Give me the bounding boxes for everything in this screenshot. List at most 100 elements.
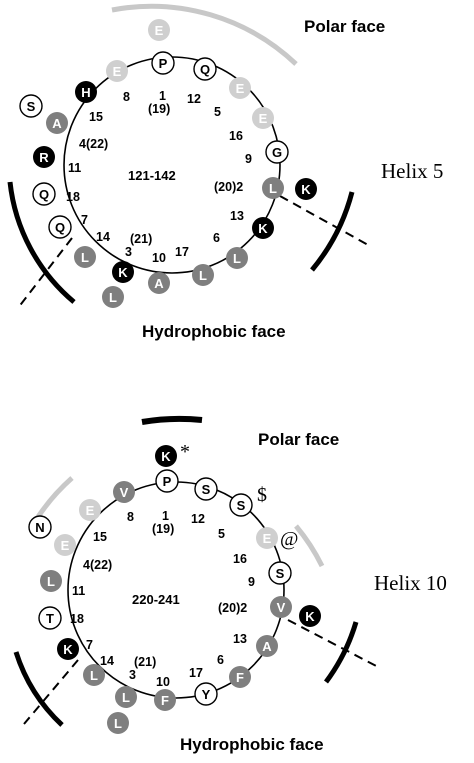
helix-5-position-label: (21)	[130, 232, 152, 246]
helix-10-residue-l: L	[83, 664, 105, 686]
helix-5-position-label: 9	[245, 152, 252, 166]
helix-10-residue-v: V	[270, 596, 292, 618]
helix-10-residue-s: S	[268, 561, 292, 585]
helix-10-residue-mark: *	[180, 441, 190, 463]
helix-10-position-label: 16	[233, 552, 247, 566]
helix-10-residue-k: K	[155, 445, 177, 467]
svg-text:T: T	[46, 611, 54, 626]
helix-10-residue-t: T	[38, 606, 62, 630]
svg-text:L: L	[47, 574, 55, 589]
helix-5-residue-s: S	[19, 94, 43, 118]
helix-10-position-label: 11	[72, 584, 85, 598]
helix-5-position-label: 5	[214, 105, 221, 119]
helix-5-residue-g: G	[265, 140, 289, 164]
svg-text:F: F	[161, 693, 169, 708]
helix-10-position-label: 5	[218, 527, 225, 541]
helix-10-residue-s: S	[194, 477, 218, 501]
helix-10-position-label: 14	[100, 654, 114, 668]
helix-5-position-label: 4(22)	[79, 137, 108, 151]
svg-text:H: H	[81, 85, 90, 100]
helix-5-position-label: 3	[125, 245, 132, 259]
svg-text:E: E	[236, 81, 245, 96]
helix-5-range-label: 121-142	[128, 168, 176, 183]
helix-5-position-label: 17	[175, 245, 189, 259]
helix-5-position-label: 16	[229, 129, 243, 143]
helix-5-hydrophobic-face-label: Hydrophobic face	[142, 322, 286, 341]
helix-10-position-label: 6	[217, 653, 224, 667]
helix-10-polar-arc-left	[33, 476, 74, 522]
svg-text:K: K	[63, 642, 73, 657]
svg-text:P: P	[159, 56, 168, 71]
svg-text:L: L	[90, 668, 98, 683]
helix-5-residue-q: Q	[193, 57, 217, 81]
helix-10-residue-e: E	[256, 527, 278, 549]
svg-text:G: G	[272, 145, 282, 160]
helix-5-position-label: 13	[230, 209, 244, 223]
helix-10-residue-e: E	[54, 534, 76, 556]
helix-5-residue-q: Q	[48, 215, 72, 239]
svg-text:E: E	[86, 503, 95, 518]
helix-5-hydrophobic-arc-left	[7, 181, 76, 304]
svg-text:Y: Y	[202, 687, 211, 702]
svg-text:Q: Q	[200, 62, 210, 77]
svg-text:A: A	[154, 276, 164, 291]
svg-text:K: K	[305, 609, 315, 624]
helix-10-position-label: 7	[86, 638, 93, 652]
helix-10-position-label: 15	[93, 530, 107, 544]
svg-text:A: A	[262, 639, 272, 654]
svg-text:E: E	[113, 64, 122, 79]
helix-10-polar-arc-top	[141, 415, 203, 425]
svg-text:V: V	[277, 600, 286, 615]
svg-text:Q: Q	[39, 187, 49, 202]
helix-10-residue-a: A	[256, 635, 278, 657]
svg-text:K: K	[301, 182, 311, 197]
helix-10-face-divider-right	[287, 619, 381, 669]
helix-10-position-label: 12	[191, 512, 205, 526]
helix-5-position-label: 15	[89, 110, 103, 124]
svg-text:K: K	[161, 449, 171, 464]
helix-10-residue-f: F	[229, 666, 251, 688]
helix-10-residue-p: P	[155, 469, 179, 493]
helix-10-position-label: (20)2	[218, 601, 247, 615]
helix-5-residue-e: E	[252, 107, 274, 129]
svg-text:L: L	[269, 181, 277, 196]
svg-text:L: L	[114, 716, 122, 731]
helix-5-polar-arc	[111, 3, 298, 66]
helix-5-hydrophobic-arc-right	[310, 191, 355, 272]
helix-5-residue-p: P	[151, 51, 175, 75]
helix-10-residue-l: L	[40, 570, 62, 592]
helix-10-residue-f: F	[154, 689, 176, 711]
helix-10-residue-n: N	[28, 515, 52, 539]
svg-text:L: L	[199, 268, 207, 283]
helix-10-residue-mark: @	[280, 528, 298, 550]
helix-10-residue-k: K	[299, 605, 321, 627]
helix-10-hydrophobic-face-label: Hydrophobic face	[180, 735, 324, 754]
svg-text:L: L	[109, 290, 117, 305]
helix-5-position-label: (19)	[148, 102, 170, 116]
helix-10-position-label: (19)	[152, 522, 174, 536]
svg-text:S: S	[237, 498, 246, 513]
helix-10-residue-v: V	[113, 481, 135, 503]
helix-5-position-label: 6	[213, 231, 220, 245]
helix-10-range-label: 220-241	[132, 592, 180, 607]
helix-5-face-divider-right	[279, 195, 371, 247]
helix-5-position-label: 1	[159, 89, 166, 103]
helix-5-residue-l: L	[262, 177, 284, 199]
svg-text:E: E	[263, 531, 272, 546]
helix-5-residue-q: Q	[32, 182, 56, 206]
helix-10-polar-arc-right	[294, 524, 325, 568]
helix-5-polar-face-label: Polar face	[304, 17, 385, 36]
helix-10-position-label: 10	[156, 675, 170, 689]
helix-10-title: Helix 10	[374, 571, 447, 595]
helix-5-residue-l: L	[102, 286, 124, 308]
helix-5-residue-r: R	[33, 146, 55, 168]
svg-text:N: N	[35, 520, 44, 535]
helix-10-position-label: 9	[248, 575, 255, 589]
helix-5-residue-e: E	[148, 19, 170, 41]
helix-10-position-label: 3	[129, 668, 136, 682]
helix-10-residue-s: S	[229, 493, 253, 517]
helix-5-title: Helix 5	[381, 159, 443, 183]
helix-10-residue-l: L	[115, 686, 137, 708]
svg-text:R: R	[39, 150, 49, 165]
svg-text:L: L	[122, 690, 130, 705]
